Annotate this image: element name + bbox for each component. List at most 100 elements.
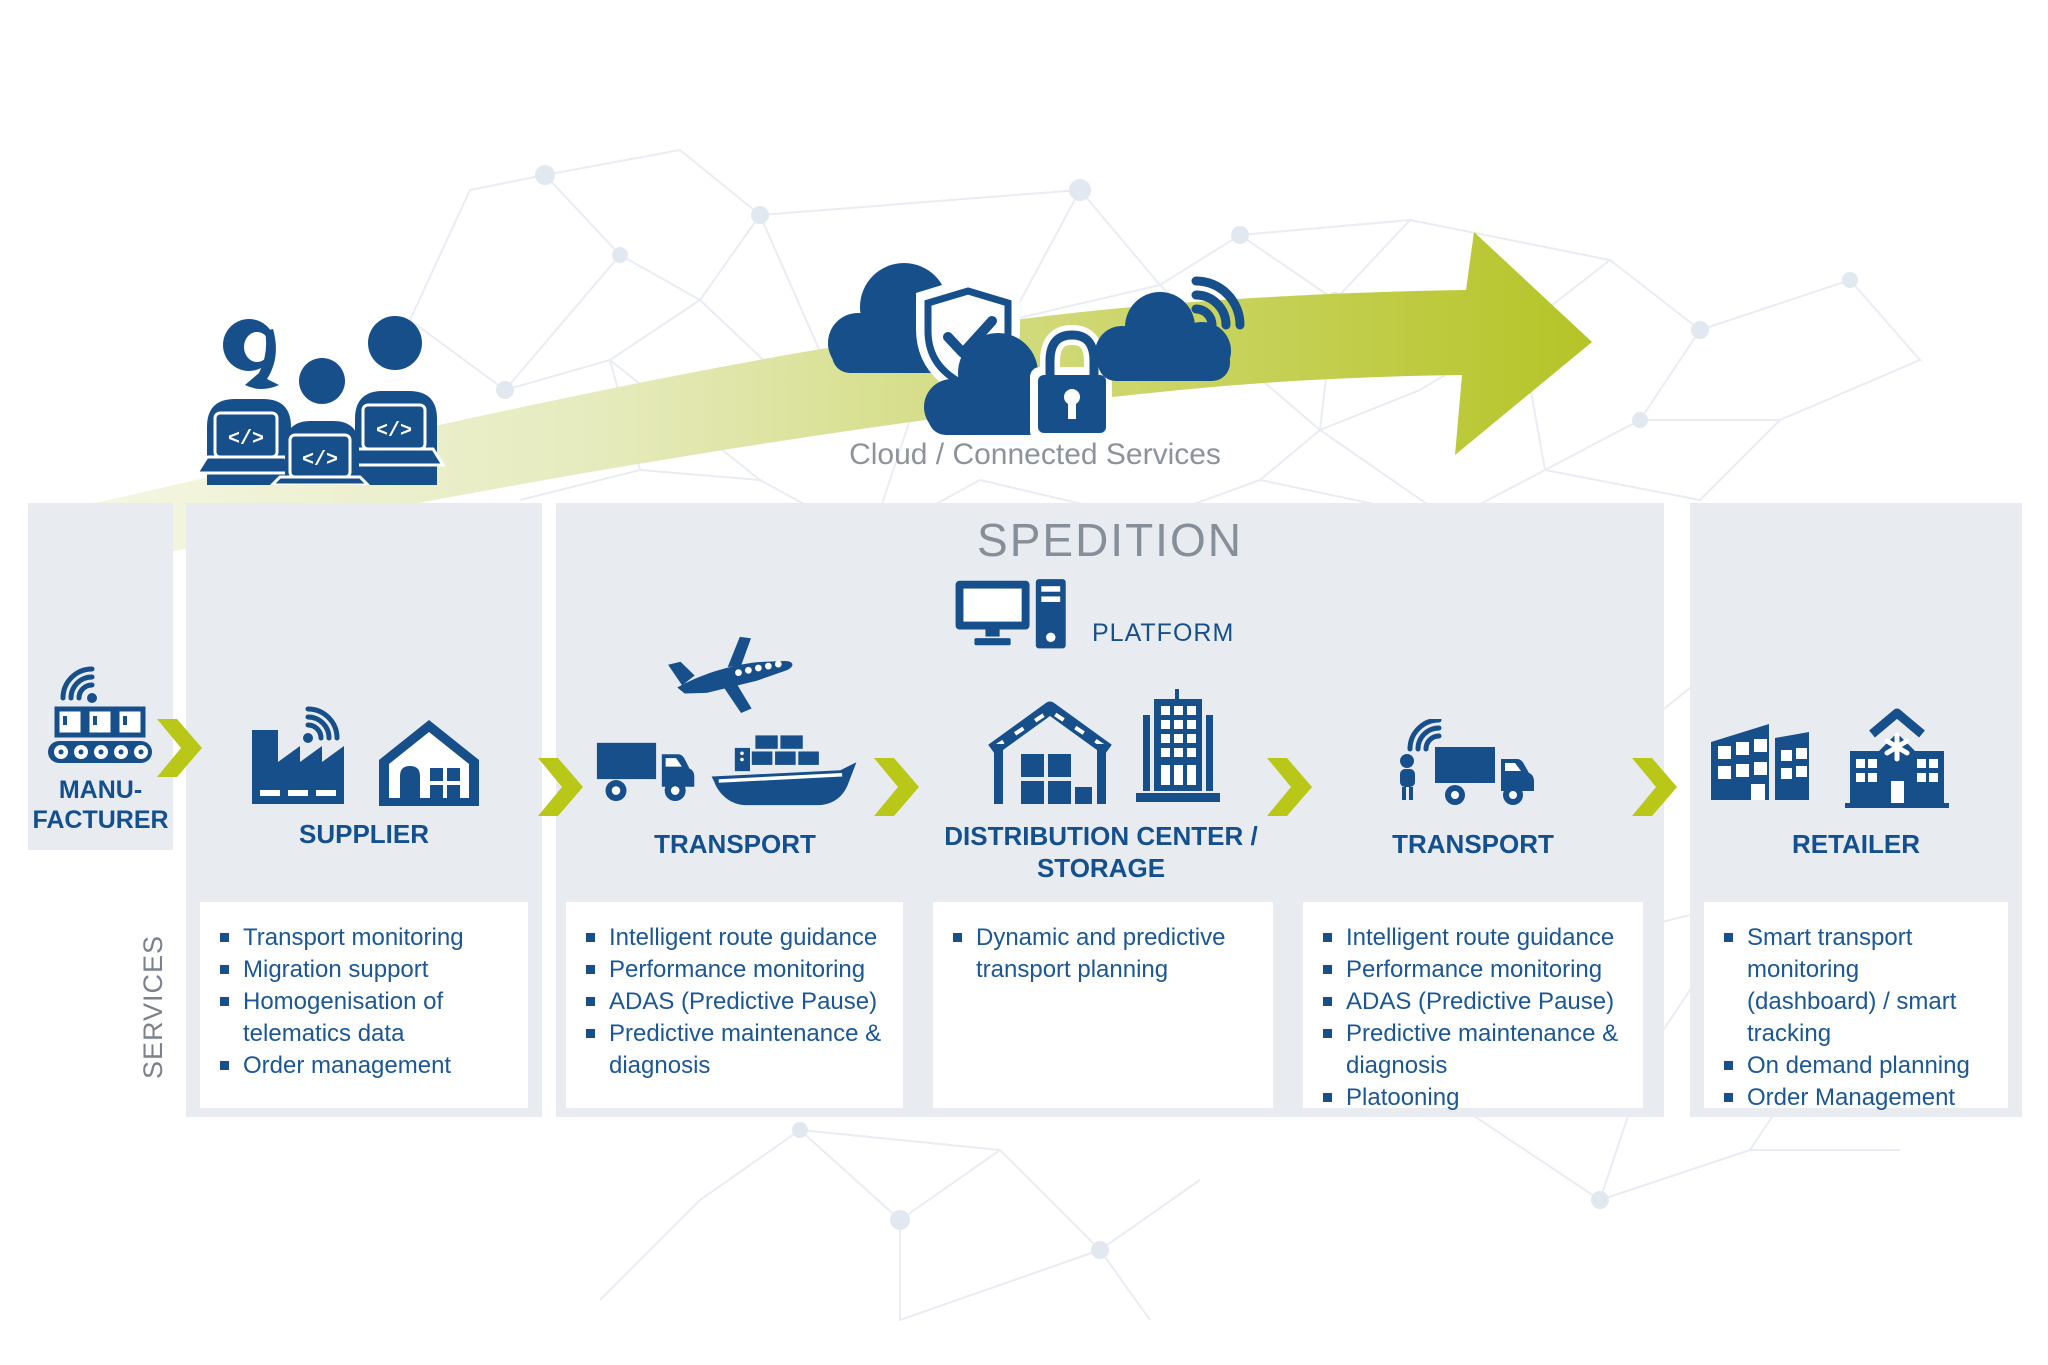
service-item-label: Platooning — [1346, 1084, 1460, 1111]
svg-text:</>: </> — [302, 449, 338, 472]
service-item-label: Order management — [243, 1052, 452, 1079]
service-item: Migration support — [220, 954, 514, 986]
bullet-square-icon — [1323, 1029, 1332, 1038]
bullet-square-icon — [1323, 933, 1332, 942]
services-list-distribution: Dynamic and predictive transport plannin… — [933, 902, 1273, 986]
warehouse-house-icon — [379, 720, 479, 806]
column-manufacturer: MANU-FACTURER — [28, 503, 173, 850]
service-item: Order management — [220, 1050, 514, 1082]
service-item: Intelligent route guidance — [586, 922, 889, 954]
service-item: On demand planning — [1724, 1050, 1994, 1082]
service-item-label: Order Management — [1747, 1084, 1956, 1111]
cloud-lock-icon — [924, 324, 1112, 441]
cloud-wifi-icon — [1095, 276, 1245, 381]
bullet-square-icon — [220, 997, 229, 1006]
bullet-square-icon — [1724, 1061, 1733, 1070]
chevron-right-icon — [538, 758, 583, 816]
bullet-square-icon — [220, 1061, 229, 1070]
service-item: Performance monitoring — [1323, 954, 1629, 986]
service-item: Performance monitoring — [586, 954, 889, 986]
service-item: Dynamic and predictive transport plannin… — [953, 922, 1259, 986]
developers-icon: </> </> </> — [194, 316, 446, 485]
bullet-square-icon — [1323, 965, 1332, 974]
cloud-banner-label: Cloud / Connected Services — [849, 438, 1221, 471]
service-item-label: Smart transport monitoring (dashboard) /… — [1747, 924, 1957, 1047]
chevron-right-icon — [1632, 758, 1677, 816]
spedition-title: SPEDITION — [977, 514, 1243, 566]
bullet-square-icon — [586, 933, 595, 942]
svg-text:</>: </> — [228, 428, 264, 451]
service-item: Platooning — [1323, 1082, 1629, 1114]
column-title-distribution: DISTRIBUTION CENTER / STORAGE — [944, 821, 1258, 883]
service-item: Predictive maintenance & diagnosis — [586, 1018, 889, 1082]
bullet-square-icon — [586, 965, 595, 974]
column-title-transport-1: TRANSPORT — [654, 829, 816, 859]
service-item: ADAS (Predictive Pause) — [586, 986, 889, 1018]
office-building-icon — [1136, 689, 1220, 802]
store-building-icon — [1845, 708, 1949, 808]
service-item-label: Performance monitoring — [1346, 956, 1603, 983]
platform-label: PLATFORM — [1092, 619, 1235, 647]
bullet-square-icon — [220, 933, 229, 942]
service-item-label: ADAS (Predictive Pause) — [609, 988, 878, 1015]
service-item: Transport monitoring — [220, 922, 514, 954]
column-retailer: RETAILER Smart transport monitoring (das… — [1690, 503, 2022, 1117]
cargo-ship-icon — [711, 735, 857, 806]
bullet-square-icon — [1724, 933, 1733, 942]
service-item: Order Management — [1724, 1082, 1994, 1114]
bullet-square-icon — [220, 965, 229, 974]
service-item-label: Intelligent route guidance — [609, 924, 878, 951]
modern-building-icon — [1711, 724, 1809, 800]
service-item-label: Predictive maintenance & diagnosis — [1346, 1020, 1619, 1079]
column-title-manufacturer: MANU-FACTURER — [32, 776, 169, 834]
chevron-right-icon — [157, 719, 202, 777]
airplane-icon — [668, 636, 793, 714]
truck-icon — [596, 742, 695, 802]
service-item-label: Transport monitoring — [243, 924, 464, 951]
service-item-label: On demand planning — [1747, 1052, 1970, 1079]
bullet-square-icon — [586, 1029, 595, 1038]
warehouse-truss-icon — [988, 701, 1112, 804]
service-item-label: Homogenisation of telematics data — [243, 988, 444, 1047]
conveyor-wifi-icon — [48, 666, 152, 763]
bullet-square-icon — [1323, 997, 1332, 1006]
bullet-square-icon — [953, 933, 962, 942]
service-item-label: Dynamic and predictive transport plannin… — [976, 924, 1226, 983]
service-item-label: ADAS (Predictive Pause) — [1346, 988, 1615, 1015]
bullet-square-icon — [1724, 1093, 1733, 1102]
svg-text:</>: </> — [376, 420, 412, 443]
service-item: Homogenisation of telematics data — [220, 986, 514, 1050]
column-spedition: SPEDITION PLATFORM — [556, 503, 1664, 1117]
bullet-square-icon — [586, 997, 595, 1006]
bullet-square-icon — [1323, 1093, 1332, 1102]
cloud-group — [828, 263, 1245, 441]
truck-wifi-person-icon — [1400, 719, 1534, 805]
service-item-label: Intelligent route guidance — [1346, 924, 1615, 951]
service-item-label: Performance monitoring — [609, 956, 866, 983]
column-title-transport-2: TRANSPORT — [1392, 829, 1554, 859]
service-item: Intelligent route guidance — [1323, 922, 1629, 954]
service-item: Predictive maintenance & diagnosis — [1323, 1018, 1629, 1082]
services-list-retailer: Smart transport monitoring (dashboard) /… — [1704, 902, 2008, 1114]
service-item: ADAS (Predictive Pause) — [1323, 986, 1629, 1018]
column-title-supplier: SUPPLIER — [298, 819, 430, 849]
column-title-retailer: RETAILER — [1791, 829, 1921, 859]
services-box-distribution: Dynamic and predictive transport plannin… — [933, 902, 1273, 1108]
services-axis-label: SERVICES — [138, 934, 168, 1080]
service-item-label: Migration support — [243, 956, 429, 983]
factory-wifi-icon — [252, 706, 344, 804]
service-item: Smart transport monitoring (dashboard) /… — [1724, 922, 1994, 1050]
services-box-retailer: Smart transport monitoring (dashboard) /… — [1704, 902, 2008, 1111]
chevron-right-icon — [874, 758, 919, 816]
service-item-label: Predictive maintenance & diagnosis — [609, 1020, 882, 1079]
chevron-right-icon — [1267, 758, 1312, 816]
platform-group: PLATFORM — [954, 579, 1234, 654]
